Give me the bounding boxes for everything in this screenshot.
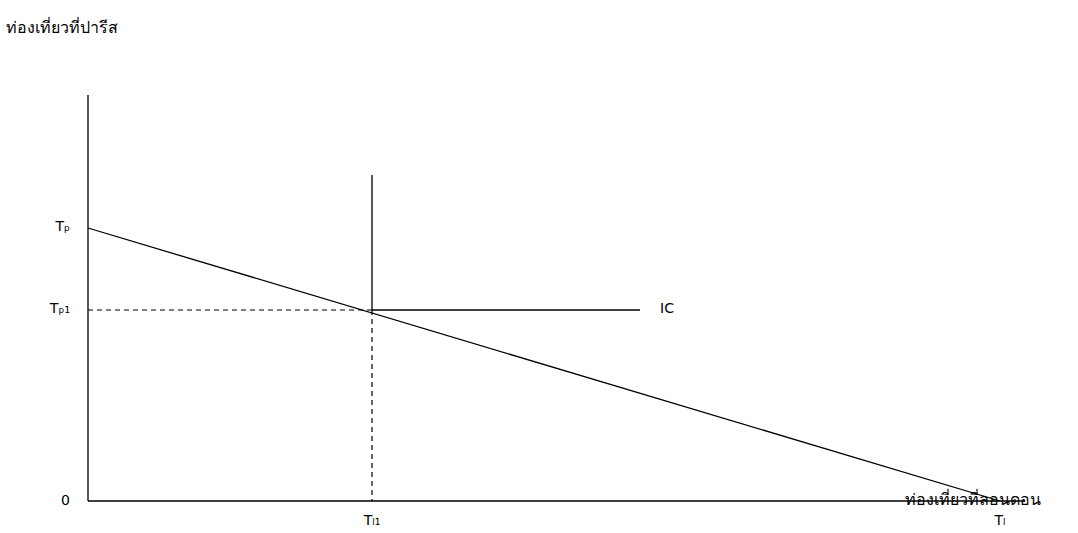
- origin-label: 0: [61, 492, 70, 509]
- axis-value: Tₗ: [995, 512, 1006, 529]
- axis-title: ท่องเที่ยวที่ปารีส: [6, 18, 118, 37]
- curve-label: IC: [660, 300, 674, 317]
- axis-value: Tₗ₁: [364, 512, 381, 529]
- x-axis: [88, 500, 1025, 501]
- axis-title: ท่องเที่ยวที่ลอนดอน: [905, 490, 1041, 509]
- indifference-curve: [372, 175, 640, 310]
- guide-line: [88, 309, 372, 310]
- axis-value: Tₚ: [55, 218, 70, 235]
- axis-value: Tₚ₁: [50, 300, 70, 317]
- y-axis: [87, 95, 88, 501]
- budget-line: [88, 228, 1000, 501]
- guide-line: [371, 310, 372, 501]
